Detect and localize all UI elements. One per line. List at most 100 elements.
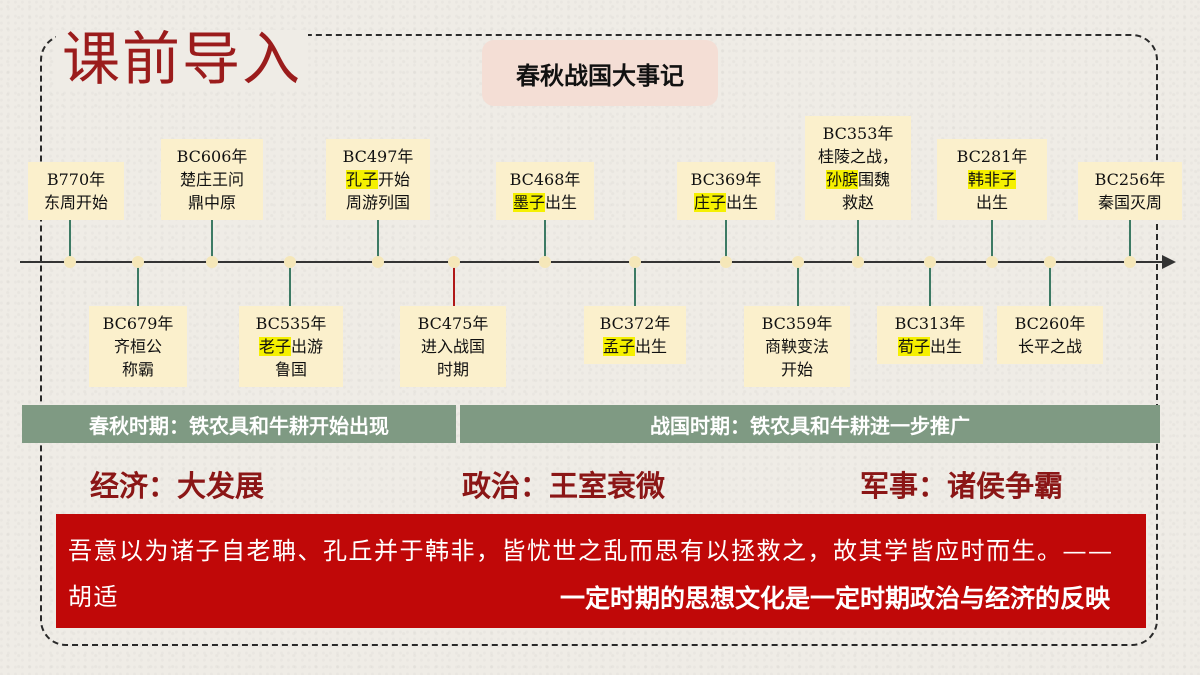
event-connector xyxy=(797,262,799,306)
event-year: BC475年 xyxy=(417,314,489,333)
bottom-event-card: BC313年荀子出生 xyxy=(877,306,983,364)
event-year: BC353年 xyxy=(822,124,894,143)
event-desc-line: 齐桓公 xyxy=(93,335,183,358)
top-event-card: BC256年秦国灭周 xyxy=(1078,162,1182,220)
event-connector xyxy=(377,220,379,262)
event-connector xyxy=(137,262,139,306)
event-desc-text: 商鞅变法 xyxy=(764,337,829,356)
event-year: BC313年 xyxy=(894,314,966,333)
event-connector xyxy=(857,220,859,262)
event-dot xyxy=(986,256,998,268)
event-desc-line: 鲁国 xyxy=(243,358,339,381)
event-desc-text: 出生 xyxy=(975,193,1008,212)
event-desc-text: 出生 xyxy=(545,193,578,212)
event-desc-text: 救赵 xyxy=(841,193,874,212)
event-connector xyxy=(929,262,931,306)
dashed-frame xyxy=(40,34,1158,646)
event-year: BC369年 xyxy=(690,170,762,189)
event-desc-line: 时期 xyxy=(404,358,502,381)
event-desc-line: 孟子出生 xyxy=(588,335,682,358)
quote-conclusion: 一定时期的思想文化是一定时期政治与经济的反映 xyxy=(559,584,1110,613)
highlighted-name: 韩非子 xyxy=(967,170,1016,189)
highlighted-name: 孔子 xyxy=(345,170,378,189)
event-dot xyxy=(1124,256,1136,268)
bottom-event-card: BC359年商鞅变法开始 xyxy=(744,306,850,387)
quote-text: 吾意以为诸子自老聃、孔丘并于韩非，皆忧世之乱而思有以拯救之，故其学皆应时而生。—… xyxy=(68,537,1114,611)
event-desc-line: 鼎中原 xyxy=(165,191,259,214)
event-dot xyxy=(372,256,384,268)
event-desc-text: 进入战国 xyxy=(420,337,485,356)
event-desc-text: 楚庄王问 xyxy=(179,170,244,189)
event-desc-line: 秦国灭周 xyxy=(1082,191,1178,214)
event-desc-text: 开始 xyxy=(378,170,411,189)
top-event-card: BC281年韩非子出生 xyxy=(937,139,1047,220)
highlighted-name: 孙膑 xyxy=(825,170,858,189)
event-desc-text: 时期 xyxy=(436,360,469,379)
event-desc-text: 称霸 xyxy=(121,360,154,379)
aspect-economy: 经济：大发展 xyxy=(90,469,265,503)
top-event-card: BC468年墨子出生 xyxy=(496,162,594,220)
event-desc-line: 孙膑围魏 xyxy=(809,168,907,191)
event-year: BC606年 xyxy=(176,147,248,166)
event-connector xyxy=(69,220,71,262)
event-desc-line: 商鞅变法 xyxy=(748,335,846,358)
event-desc-line: 长平之战 xyxy=(1001,335,1099,358)
event-desc-line: 东周开始 xyxy=(32,191,120,214)
timeline-heading: 春秋战国大事记 xyxy=(482,40,718,106)
event-desc-line: 称霸 xyxy=(93,358,183,381)
top-event-card: BC606年楚庄王问鼎中原 xyxy=(161,139,263,220)
event-year: BC260年 xyxy=(1014,314,1086,333)
axis-arrow-icon xyxy=(1162,255,1176,269)
event-dot xyxy=(792,256,804,268)
quote-box: 吾意以为诸子自老聃、孔丘并于韩非，皆忧世之乱而思有以拯救之，故其学皆应时而生。—… xyxy=(56,514,1146,628)
event-year: BC497年 xyxy=(342,147,414,166)
bottom-event-card: BC372年孟子出生 xyxy=(584,306,686,364)
event-dot xyxy=(539,256,551,268)
bottom-event-card: BC475年进入战国时期 xyxy=(400,306,506,387)
event-desc-text: 出游 xyxy=(291,337,324,356)
bottom-event-card: BC679年齐桓公称霸 xyxy=(89,306,187,387)
event-year: BC535年 xyxy=(255,314,327,333)
event-desc-text: 周游列国 xyxy=(345,193,410,212)
event-dot xyxy=(924,256,936,268)
event-year: BC372年 xyxy=(599,314,671,333)
event-dot xyxy=(206,256,218,268)
event-dot xyxy=(448,256,460,268)
event-desc-text: 长平之战 xyxy=(1017,337,1082,356)
event-desc-line: 老子出游 xyxy=(243,335,339,358)
event-desc-text: 围魏 xyxy=(858,170,891,189)
bottom-event-card: BC535年老子出游鲁国 xyxy=(239,306,343,387)
event-dot xyxy=(720,256,732,268)
event-year: BC679年 xyxy=(102,314,174,333)
period-bar-chunqiu: 春秋时期：铁农具和牛耕开始出现 xyxy=(22,405,456,443)
highlighted-name: 孟子 xyxy=(602,337,635,356)
event-desc-line: 墨子出生 xyxy=(500,191,590,214)
highlighted-name: 墨子 xyxy=(512,193,545,212)
aspect-politics: 政治：王室衰微 xyxy=(462,469,666,503)
event-desc-text: 桂陵之战， xyxy=(817,147,898,166)
event-desc-line: 韩非子 xyxy=(941,168,1043,191)
event-desc-line: 楚庄王问 xyxy=(165,168,259,191)
event-desc-line: 庄子出生 xyxy=(681,191,771,214)
event-desc-text: 出生 xyxy=(930,337,963,356)
event-desc-text: 东周开始 xyxy=(43,193,108,212)
event-connector xyxy=(289,262,291,306)
aspect-military: 军事：诸侯争霸 xyxy=(860,469,1064,503)
event-desc-line: 孔子开始 xyxy=(330,168,426,191)
event-dot xyxy=(64,256,76,268)
event-desc-text: 开始 xyxy=(780,360,813,379)
event-desc-line: 桂陵之战， xyxy=(809,145,907,168)
bottom-event-card: BC260年长平之战 xyxy=(997,306,1103,364)
event-year: BC468年 xyxy=(509,170,581,189)
top-event-card: BC369年庄子出生 xyxy=(677,162,775,220)
event-year: BC256年 xyxy=(1094,170,1166,189)
event-connector xyxy=(544,220,546,262)
event-desc-text: 鼎中原 xyxy=(187,193,236,212)
event-connector xyxy=(1049,262,1051,306)
event-desc-line: 救赵 xyxy=(809,191,907,214)
period-bar-zhanguo: 战国时期：铁农具和牛耕进一步推广 xyxy=(460,405,1160,443)
event-dot xyxy=(629,256,641,268)
event-desc-line: 开始 xyxy=(748,358,846,381)
highlighted-name: 荀子 xyxy=(897,337,930,356)
event-desc-line: 荀子出生 xyxy=(881,335,979,358)
